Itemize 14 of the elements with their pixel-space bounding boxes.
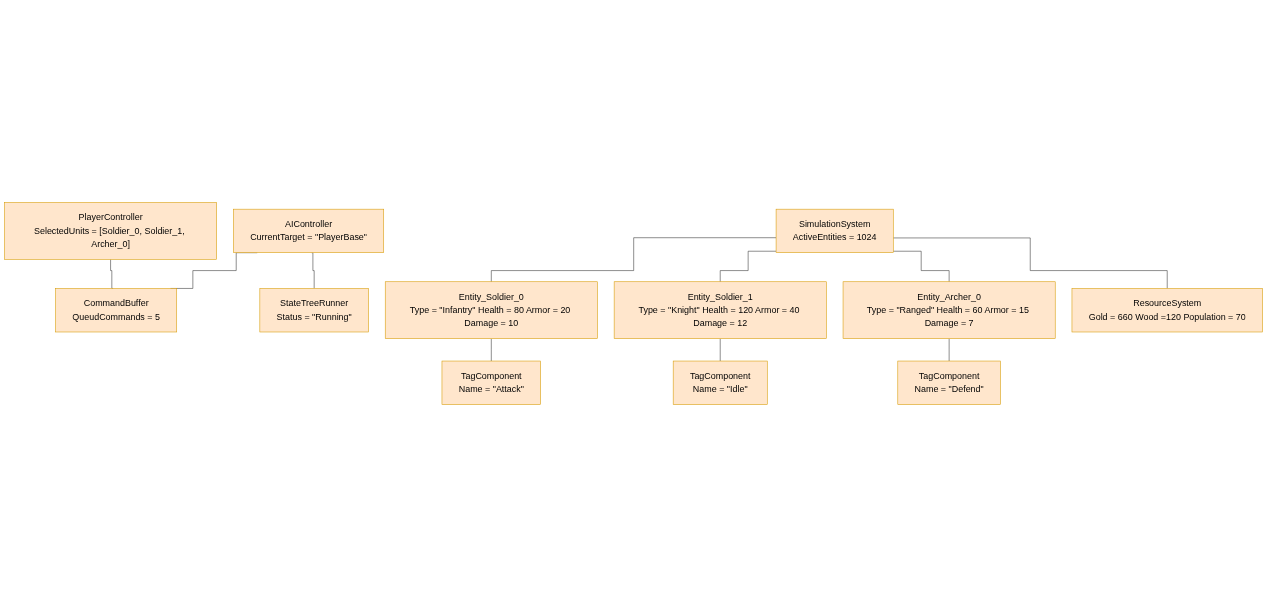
node-box: Entity_Archer_0 Type = "Ranged" Health = 60 Armor = 15 Damage = 7 (842, 281, 1056, 339)
node-box: CommandBuffer QueudCommands = 5 (55, 288, 177, 333)
node-box: TagComponent Name = "Idle" (672, 360, 768, 405)
node-box: Entity_Soldier_1 Type = "Knight" Health = 120 Armor = 40 Damage = 12 (613, 281, 827, 339)
connector (719, 250, 777, 282)
node-box: AIController CurrentTarget = "PlayerBase" (233, 208, 384, 253)
connector (311, 252, 315, 289)
node-box: TagComponent Name = "Defend" (897, 360, 1001, 405)
node-box: TagComponent Name = "Attack" (441, 360, 541, 405)
node-box: SimulationSystem ActiveEntities = 1024 (775, 208, 894, 253)
node-box: PlayerController SelectedUnits = [Soldier_0, Soldier_1, Archer_0] (4, 202, 217, 260)
node-box: Entity_Soldier_0 Type = "Infantry" Health = 80 Armor = 20 Damage = 10 (384, 281, 598, 339)
node-box: StateTreeRunner Status = "Running" (259, 288, 369, 333)
node-box: ResourceSystem Gold = 660 Wood =120 Population = 70 (1071, 288, 1263, 333)
